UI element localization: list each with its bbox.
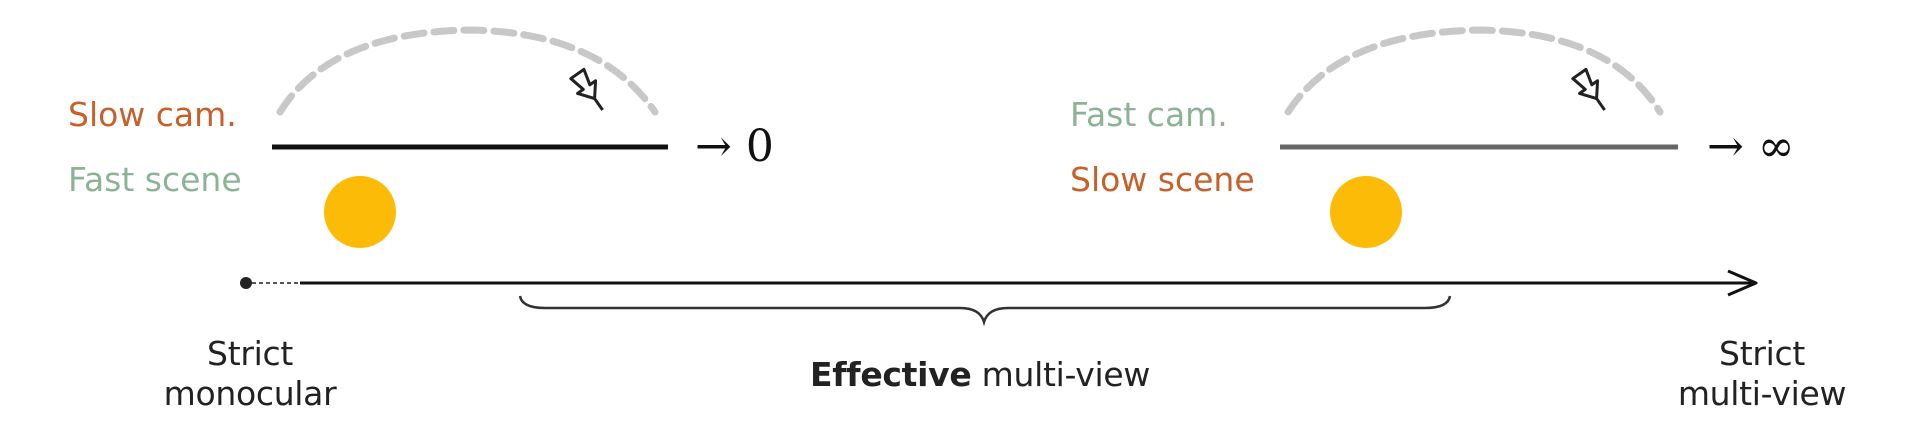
effective-multiview-bold: Effective bbox=[809, 355, 972, 394]
axis-arrowhead bbox=[1727, 269, 1758, 297]
right-panel-graphics bbox=[1280, 26, 1678, 248]
left-scene-speed-label: Fast scene bbox=[68, 160, 242, 199]
effective-multiview-label: Effective multi-view bbox=[780, 355, 1180, 395]
left-camera-speed-label: Slow cam. bbox=[68, 95, 237, 134]
strict-multiview-label: Strict multi-view bbox=[1652, 334, 1872, 414]
right-scene-ball bbox=[1330, 176, 1402, 248]
effective-range-brace bbox=[518, 295, 1452, 327]
right-camera-arc bbox=[1284, 26, 1664, 116]
strict-multiview-line2: multi-view bbox=[1677, 374, 1847, 413]
strict-monocular-label: Strict monocular bbox=[140, 334, 360, 414]
left-scene-ball bbox=[324, 176, 396, 248]
effective-multiview-rest: multi-view bbox=[971, 355, 1151, 394]
right-camera-speed-label: Fast cam. bbox=[1070, 95, 1228, 134]
strict-monocular-line2: monocular bbox=[163, 374, 337, 413]
left-panel-graphics bbox=[272, 26, 668, 248]
left-camera-icon bbox=[569, 67, 604, 111]
right-limit-label: → ∞ bbox=[1707, 121, 1795, 172]
main-axis bbox=[240, 269, 1758, 327]
strict-monocular-line1: Strict bbox=[207, 334, 293, 373]
strict-multiview-line1: Strict bbox=[1719, 334, 1805, 373]
left-camera-arc bbox=[276, 26, 659, 116]
left-limit-label: → 0 bbox=[695, 121, 774, 172]
axis-origin-dot bbox=[240, 277, 252, 289]
right-camera-icon bbox=[1571, 67, 1606, 111]
right-scene-speed-label: Slow scene bbox=[1070, 160, 1255, 199]
